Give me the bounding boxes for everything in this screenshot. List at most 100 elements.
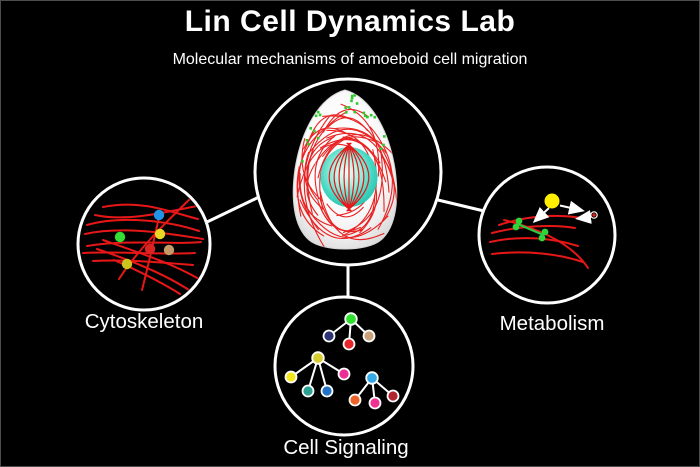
- section-label-metabolism[interactable]: Metabolism: [500, 312, 605, 335]
- vesicle-dot: [515, 217, 523, 225]
- signaling-node: [337, 367, 351, 381]
- membrane-speck: [369, 113, 373, 117]
- nucleus-filament: [346, 142, 365, 212]
- metabolism-filaments: [489, 214, 589, 269]
- filament-curve: [296, 143, 352, 198]
- page-subtitle: Molecular mechanisms of amoeboid cell mi…: [172, 51, 528, 68]
- nucleus-filament: [338, 142, 351, 212]
- cytoskeleton-protein-dot: [163, 244, 175, 256]
- metabolite-yellow-circle: [544, 193, 560, 209]
- signaling-node: [322, 329, 336, 343]
- cytoskeleton-protein-dot: [153, 209, 165, 221]
- filament-curve: [301, 138, 323, 202]
- arrow-left: [575, 210, 592, 224]
- membrane-speck: [347, 106, 351, 109]
- membrane-speck: [353, 94, 356, 97]
- filament-curve: [317, 136, 378, 179]
- metabolism-vesicles: [512, 217, 549, 242]
- nucleus-filament: [347, 142, 360, 212]
- signaling-parent-node: [311, 351, 325, 365]
- section-cell-signaling[interactable]: [273, 295, 415, 437]
- filament-curve: [342, 136, 385, 212]
- nucleus-filament: [333, 142, 352, 212]
- membrane-speck: [301, 160, 304, 163]
- signaling-node: [342, 337, 356, 351]
- arrow-to-vesicles: [532, 207, 550, 224]
- nucleus-filament: [346, 142, 370, 212]
- filament-curve: [326, 203, 365, 218]
- membrane-speck: [316, 136, 320, 140]
- membrane-speck: [379, 147, 383, 150]
- section-label-cell-signaling[interactable]: Cell Signaling: [283, 436, 408, 459]
- vesicle-dot: [541, 228, 549, 236]
- nucleus-filament: [328, 142, 352, 212]
- section-label-cytoskeleton[interactable]: Cytoskeleton: [85, 310, 204, 333]
- membrane-speck: [382, 143, 385, 147]
- filament-curve: [342, 148, 383, 234]
- signaling-node: [386, 389, 400, 403]
- filament-curve: [369, 126, 393, 230]
- cell-signaling-circle[interactable]: [273, 295, 415, 437]
- signaling-node: [320, 384, 334, 398]
- filament-curve: [345, 194, 376, 236]
- membrane-speck: [366, 115, 369, 119]
- cytoskeleton-protein-dot: [154, 228, 166, 240]
- membrane-speck: [350, 96, 354, 100]
- membrane-speck: [344, 106, 347, 109]
- cytoskeleton-proteins: [114, 209, 175, 270]
- membrane-specks: [301, 94, 386, 163]
- membrane-speck: [345, 111, 348, 114]
- section-cytoskeleton[interactable]: [76, 176, 212, 312]
- signaling-node: [362, 329, 376, 343]
- connector-left: [205, 195, 261, 224]
- connector-right: [436, 198, 486, 213]
- filament-curve: [306, 150, 319, 201]
- filament-curve: [306, 163, 319, 216]
- cytoskeleton-protein-dot: [144, 243, 156, 255]
- membrane-speck: [313, 129, 316, 133]
- membrane-speck: [318, 113, 322, 117]
- signaling-nodes: [284, 312, 400, 410]
- membrane-speck: [309, 127, 312, 130]
- membrane-speck: [363, 114, 367, 118]
- signaling-node: [284, 370, 298, 384]
- signaling-node: [368, 396, 382, 410]
- filament-curve: [315, 138, 381, 164]
- membrane-speck: [307, 142, 310, 146]
- membrane-speck: [362, 111, 366, 115]
- page-title: Lin Cell Dynamics Lab: [184, 5, 516, 38]
- vesicle-link: [517, 222, 544, 237]
- filament-curve: [307, 110, 348, 215]
- filament-curve: [318, 204, 362, 232]
- filament-curve: [319, 198, 363, 233]
- arrow-to-dot: [559, 200, 585, 215]
- membrane-speck: [350, 99, 353, 103]
- membrane-speck: [350, 94, 354, 98]
- filament-curve: [326, 132, 397, 192]
- section-metabolism[interactable]: [477, 165, 617, 305]
- filament-curve: [319, 191, 385, 241]
- filament-curve: [299, 173, 333, 227]
- cortical-filaments: [296, 103, 397, 249]
- signaling-parent-node: [365, 371, 379, 385]
- nucleus-filament: [347, 142, 355, 212]
- membrane-speck: [305, 139, 309, 142]
- signaling-node: [301, 384, 315, 398]
- signaling-node: [348, 393, 362, 407]
- filament-curve: [304, 151, 323, 209]
- metabolism-arrows: [532, 200, 592, 224]
- membrane-speck: [353, 110, 356, 114]
- filament-curve: [335, 127, 397, 204]
- nucleus-filaments: [328, 142, 370, 212]
- membrane-speck: [383, 135, 386, 138]
- membrane-speck: [373, 115, 376, 119]
- filament-curve: [319, 139, 387, 183]
- connector-lines: [205, 195, 486, 300]
- membrane-speck: [314, 114, 318, 118]
- cytoskeleton-protein-dot: [121, 258, 133, 270]
- signaling-parent-node: [344, 312, 358, 326]
- cytoskeleton-filaments: [82, 196, 204, 295]
- vesicle-dot: [538, 234, 546, 242]
- membrane-speck: [355, 102, 359, 105]
